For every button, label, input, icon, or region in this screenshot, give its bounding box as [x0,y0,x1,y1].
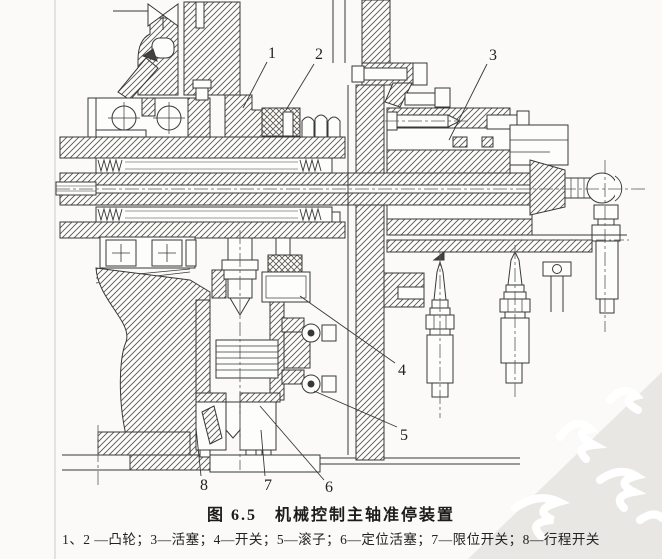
callout-7: 7 [264,477,272,494]
cam-1 [224,94,263,138]
spring [97,207,123,222]
callout-2: 2 [315,46,323,63]
callout-6: 6 [325,479,333,496]
paper-artifacts [54,0,662,559]
center-wall [332,0,451,461]
hanger-ledge [386,234,627,253]
oil-pipe [195,1,205,29]
ball-joint [586,172,623,314]
spring [299,158,322,173]
callout-leaders [195,61,488,481]
support-bracket [542,261,572,312]
figure-caption: 图 6.5 机械控制主轴准停装置 [206,507,455,524]
spindle-orient-stop-device-drawing [55,0,648,487]
watermark-strokes [511,386,662,540]
end-nose [529,159,566,216]
centerlines [56,120,648,487]
figure-legend: 1、2 —凸轮；3—活塞；4—开关；5—滚子；6—定位活塞；7—限位开关；8—行… [62,532,600,547]
spring [97,158,123,173]
cylinder-block [386,107,591,236]
position-piston-6-body [239,401,277,451]
spindle-lower [59,192,566,206]
callout-3: 3 [489,47,497,64]
upper-bearing [87,79,212,139]
callout-numbers: 1 2 3 4 5 6 7 8 [200,45,497,496]
spindle-upper [59,172,566,186]
base-plate [209,454,321,473]
spring [299,207,322,222]
orientation-mechanism [195,237,337,473]
callout-4: 4 [398,362,406,379]
callout-5: 5 [400,427,408,444]
drawbar-end [55,181,97,196]
callout-8: 8 [200,477,208,494]
callout-1: 1 [268,45,276,62]
diagonal-pin [117,48,159,101]
scan-shading [468,372,662,559]
